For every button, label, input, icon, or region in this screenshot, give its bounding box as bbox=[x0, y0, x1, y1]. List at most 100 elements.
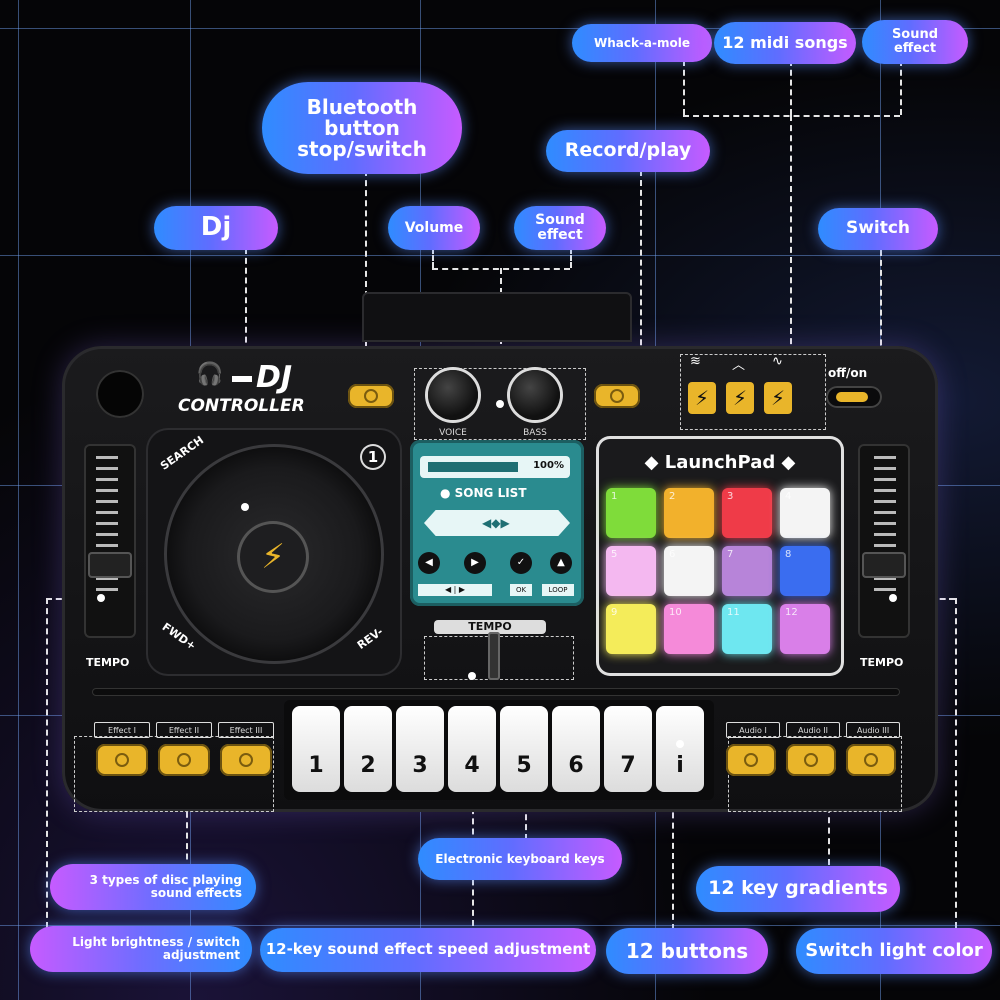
callout-dot bbox=[889, 594, 897, 602]
divider-bar bbox=[92, 688, 900, 696]
tempo-slider-left[interactable] bbox=[84, 444, 136, 638]
callout-keyboard-keys: Electronic keyboard keys bbox=[418, 838, 622, 880]
pad-number: 4 bbox=[785, 491, 792, 502]
launchpad-pad[interactable]: 9 bbox=[606, 604, 656, 654]
callout-dot bbox=[676, 740, 684, 748]
callout-whack-a-mole: Whack-a-mole bbox=[572, 24, 712, 62]
tempo-slider-right-handle[interactable] bbox=[862, 552, 906, 578]
song-list-label: ● SONG LIST bbox=[440, 486, 527, 500]
song-selector[interactable]: ◀◆▶ bbox=[424, 510, 570, 536]
leader-line bbox=[790, 115, 792, 405]
callout-twelve-buttons: 12 buttons bbox=[606, 928, 768, 974]
tempo-slider-left-handle[interactable] bbox=[88, 552, 132, 578]
effect-2-button[interactable] bbox=[158, 744, 210, 776]
callout-record-play: Record/play bbox=[546, 130, 710, 172]
pad-number: 11 bbox=[727, 607, 740, 618]
keyboard-key[interactable]: 3 bbox=[396, 706, 444, 792]
launchpad-pad[interactable]: 7 bbox=[722, 546, 772, 596]
launchpad-pad[interactable]: 6 bbox=[664, 546, 714, 596]
bass-label: BASS bbox=[523, 428, 547, 438]
callout-switch: Switch bbox=[818, 208, 938, 250]
leader-line bbox=[790, 60, 792, 115]
launchpad-pad[interactable]: 11 bbox=[722, 604, 772, 654]
phone-dock bbox=[362, 292, 632, 342]
launchpad-pad[interactable]: 4 bbox=[780, 488, 830, 538]
launchpad-pad[interactable]: 2 bbox=[664, 488, 714, 538]
grid-line bbox=[0, 28, 1000, 29]
whack-a-mole-button[interactable]: ⚡ bbox=[688, 382, 716, 414]
keyboard-key[interactable]: 7 bbox=[604, 706, 652, 792]
progress-value: 100% bbox=[533, 460, 564, 471]
keyboard-key[interactable]: 6 bbox=[552, 706, 600, 792]
leader-line bbox=[955, 598, 957, 928]
callout-midi-songs: 12 midi songs bbox=[714, 22, 856, 64]
bass-knob[interactable] bbox=[510, 370, 560, 420]
pad-number: 5 bbox=[611, 549, 618, 560]
pad-number: 10 bbox=[669, 607, 682, 618]
audio-1-button[interactable] bbox=[726, 744, 776, 776]
audio-2-button[interactable] bbox=[786, 744, 836, 776]
pulse-icon: ∿ bbox=[772, 354, 783, 369]
launchpad-pad[interactable]: 8 bbox=[780, 546, 830, 596]
leader-line bbox=[432, 248, 434, 268]
headphone-jack[interactable] bbox=[96, 370, 144, 418]
effect-3-button[interactable] bbox=[220, 744, 272, 776]
callout-dot bbox=[468, 672, 476, 680]
launchpad-pad[interactable]: 1 bbox=[606, 488, 656, 538]
ghost-icon: ≋ bbox=[690, 354, 701, 369]
leader-line bbox=[683, 60, 685, 115]
progress-bar: 100% bbox=[420, 456, 570, 478]
record-play-button[interactable] bbox=[594, 384, 640, 408]
launchpad-pad[interactable]: 12 bbox=[780, 604, 830, 654]
power-label: off/on bbox=[828, 366, 868, 380]
pad-number: 1 bbox=[611, 491, 618, 502]
voice-knob[interactable] bbox=[428, 370, 478, 420]
leader-line bbox=[186, 770, 188, 870]
keyboard-key[interactable]: 4 bbox=[448, 706, 496, 792]
ok-button[interactable]: ✓ bbox=[510, 552, 532, 574]
pad-number: 7 bbox=[727, 549, 734, 560]
callout-key-gradients: 12 key gradients bbox=[696, 866, 900, 912]
grid-line bbox=[0, 925, 1000, 926]
effect-1-button[interactable] bbox=[96, 744, 148, 776]
headphone-icon: 🎧 bbox=[196, 362, 224, 387]
leader-line bbox=[828, 765, 830, 865]
sound-effect-button[interactable]: ⚡ bbox=[764, 382, 792, 414]
callout-sound-effect-mid: Sound effect bbox=[514, 206, 606, 250]
power-switch-knob bbox=[836, 392, 868, 402]
prev-next-label: ◀ | ▶ bbox=[418, 584, 492, 596]
knob-group bbox=[414, 368, 586, 440]
next-button[interactable]: ▶ bbox=[464, 552, 486, 574]
leader-line bbox=[640, 170, 642, 405]
midi-songs-button[interactable]: ⚡ bbox=[726, 382, 754, 414]
loop-button[interactable]: ▲ bbox=[550, 552, 572, 574]
tempo-right-label: TEMPO bbox=[860, 656, 904, 669]
leader-line bbox=[900, 60, 902, 115]
callout-dot bbox=[97, 594, 105, 602]
voice-label: VOICE bbox=[439, 428, 467, 438]
launchpad-pad[interactable]: 10 bbox=[664, 604, 714, 654]
diamond-icon: ◀◆▶ bbox=[482, 516, 510, 530]
tempo-center-handle[interactable] bbox=[488, 632, 500, 680]
audio-2-label: Audio II bbox=[786, 722, 840, 738]
callout-switch-light-color: Switch light color bbox=[796, 928, 992, 974]
keyboard-key[interactable]: 2 bbox=[344, 706, 392, 792]
prev-button[interactable]: ◀ bbox=[418, 552, 440, 574]
callout-dj: Dj bbox=[154, 206, 278, 250]
effect-3-label: Effect III bbox=[218, 722, 274, 738]
bluetooth-button[interactable] bbox=[348, 384, 394, 408]
launchpad-pad[interactable]: 5 bbox=[606, 546, 656, 596]
tempo-slider-right[interactable] bbox=[858, 444, 910, 638]
logo-dj: DJ bbox=[232, 360, 292, 395]
leader-line bbox=[365, 170, 367, 398]
callout-volume: Volume bbox=[388, 206, 480, 250]
callout-dot bbox=[496, 400, 504, 408]
audio-3-button[interactable] bbox=[846, 744, 896, 776]
audio-1-label: Audio I bbox=[726, 722, 780, 738]
keyboard-key[interactable]: 1 bbox=[292, 706, 340, 792]
keyboard-key[interactable]: i bbox=[656, 706, 704, 792]
launchpad-pad[interactable]: 3 bbox=[722, 488, 772, 538]
power-switch[interactable] bbox=[826, 386, 882, 408]
keyboard-key[interactable]: 5 bbox=[500, 706, 548, 792]
logo-controller: CONTROLLER bbox=[178, 396, 305, 416]
